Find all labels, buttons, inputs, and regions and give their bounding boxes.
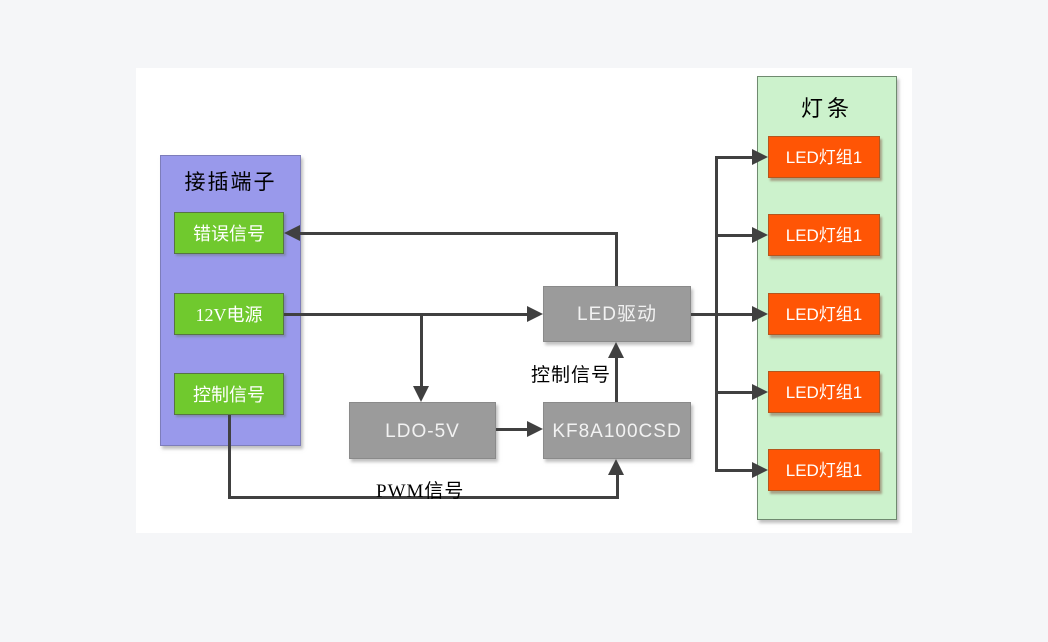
arrowhead-into-ldo-top	[413, 386, 429, 402]
wire-12v-horizontal	[284, 313, 527, 316]
wire-led-branch-3	[715, 313, 752, 316]
arrowhead-into-mcu-bottom	[608, 459, 624, 475]
wire-feedback-vertical	[615, 233, 618, 286]
arrowhead-into-led-group-2	[752, 227, 768, 243]
arrowhead-into-led-group-3	[752, 306, 768, 322]
arrowhead-into-mcu-left	[527, 421, 543, 437]
wire-ldo-to-mcu	[496, 428, 527, 431]
block-ldo-5v: LDO-5V	[349, 402, 496, 459]
label-control-signal: 控制信号	[531, 365, 612, 386]
wire-led-branch-1	[715, 156, 752, 159]
arrowhead-into-error-signal	[284, 225, 300, 241]
wire-led-branch-5	[715, 469, 752, 472]
signal-box-12v-power: 12V电源	[174, 293, 284, 335]
arrowhead-into-led-group-1	[752, 149, 768, 165]
label-pwm-signal: PWM信号	[376, 481, 465, 502]
led-group-box-4: LED灯组1	[768, 371, 880, 413]
arrowhead-into-led-driver-bottom	[608, 342, 624, 358]
led-group-box-5: LED灯组1	[768, 449, 880, 491]
arrowhead-into-led-group-5	[752, 462, 768, 478]
led-group-box-3: LED灯组1	[768, 293, 880, 335]
wire-led-branch-2	[715, 234, 752, 237]
block-kf8a100csd: KF8A100CSD	[543, 402, 691, 459]
block-led-driver: LED驱动	[543, 286, 691, 342]
led-group-box-2: LED灯组1	[768, 214, 880, 256]
signal-box-error: 错误信号	[174, 212, 284, 254]
wire-feedback-horizontal	[300, 232, 618, 235]
wire-pwm-vertical-left	[228, 415, 231, 499]
wire-pwm-horizontal	[228, 496, 619, 499]
wire-control-vertical	[615, 358, 618, 402]
wire-led-branch-4	[715, 391, 752, 394]
wire-12v-branch-vertical	[420, 313, 423, 386]
led-group-box-1: LED灯组1	[768, 136, 880, 178]
arrowhead-into-led-group-4	[752, 384, 768, 400]
wire-driver-output	[691, 313, 717, 316]
wire-pwm-vertical-right	[616, 475, 619, 499]
signal-box-control: 控制信号	[174, 373, 284, 415]
lightbar-panel-title: 灯条	[800, 96, 853, 121]
arrowhead-into-led-driver-left	[527, 306, 543, 322]
connector-panel-title: 接插端子	[184, 170, 277, 194]
